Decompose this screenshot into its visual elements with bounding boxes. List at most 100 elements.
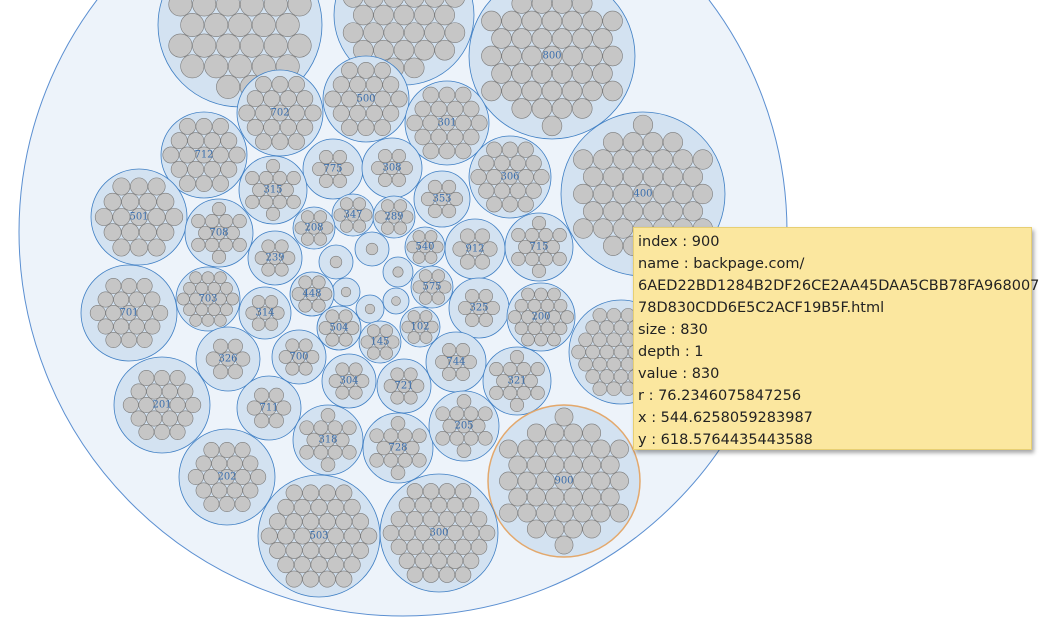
leaf-circle[interactable] — [407, 331, 421, 344]
leaf-circle[interactable] — [393, 4, 415, 26]
group-node-715[interactable]: 715 — [504, 212, 574, 282]
leaf-circle[interactable] — [168, 33, 193, 58]
leaf-circle[interactable] — [494, 182, 511, 199]
leaf-circle[interactable] — [130, 238, 148, 257]
leaf-circle[interactable] — [340, 219, 354, 233]
leaf-circle[interactable] — [390, 440, 406, 456]
leaf-circle[interactable] — [438, 566, 456, 583]
leaf-circle[interactable] — [551, 0, 573, 14]
leaf-circle[interactable] — [260, 527, 278, 545]
leaf-circle[interactable] — [271, 76, 289, 93]
leaf-circle[interactable] — [255, 76, 272, 93]
leaf-circle[interactable] — [393, 221, 407, 235]
leaf-circle[interactable] — [430, 240, 444, 254]
group-node[interactable] — [355, 294, 385, 324]
leaf-circle[interactable] — [205, 351, 221, 367]
leaf-circle[interactable] — [622, 166, 644, 187]
leaf-circle[interactable] — [220, 303, 233, 317]
leaf-circle[interactable] — [325, 332, 340, 347]
leaf-circle[interactable] — [97, 291, 114, 308]
leaf-circle[interactable] — [310, 498, 328, 516]
leaf-circle[interactable] — [517, 471, 537, 491]
leaf-circle[interactable] — [293, 556, 311, 574]
leaf-circle[interactable] — [600, 455, 620, 475]
leaf-circle[interactable] — [226, 482, 243, 499]
group-node-314[interactable]: 314 — [238, 286, 292, 340]
leaf-circle[interactable] — [414, 100, 432, 118]
leaf-circle[interactable] — [538, 228, 553, 243]
leaf-circle[interactable] — [228, 13, 252, 37]
leaf-circle[interactable] — [481, 45, 502, 67]
leaf-circle[interactable] — [327, 527, 345, 545]
leaf-circle[interactable] — [382, 76, 400, 94]
leaf-circle[interactable] — [538, 251, 553, 266]
leaf-circle[interactable] — [246, 118, 264, 136]
leaf-circle[interactable] — [554, 439, 574, 459]
leaf-circle[interactable] — [422, 510, 440, 528]
leaf-circle[interactable] — [277, 527, 295, 545]
leaf-circle[interactable] — [138, 192, 157, 211]
leaf-circle[interactable] — [227, 364, 243, 380]
leaf-circle[interactable] — [541, 80, 563, 102]
leaf-circle[interactable] — [318, 287, 333, 301]
leaf-circle[interactable] — [359, 208, 373, 222]
leaf-circle[interactable] — [632, 183, 654, 205]
leaf-circle[interactable] — [540, 321, 555, 336]
leaf-circle[interactable] — [444, 22, 466, 43]
leaf-circle[interactable] — [320, 221, 334, 235]
leaf-circle[interactable] — [499, 471, 518, 491]
leaf-circle[interactable] — [216, 0, 241, 17]
leaf-circle[interactable] — [246, 400, 262, 416]
leaf-circle[interactable] — [592, 28, 613, 49]
leaf-circle[interactable] — [348, 385, 363, 400]
leaf-circle[interactable] — [462, 128, 480, 146]
leaf-circle[interactable] — [232, 214, 247, 229]
leaf-circle[interactable] — [438, 280, 452, 294]
leaf-circle[interactable] — [318, 484, 336, 502]
leaf-circle[interactable] — [613, 320, 629, 335]
leaf-circle[interactable] — [554, 471, 574, 491]
leaf-circle[interactable] — [591, 503, 611, 523]
leaf-circle[interactable] — [195, 118, 213, 135]
leaf-circle[interactable] — [592, 381, 608, 396]
leaf-circle[interactable] — [562, 80, 583, 102]
leaf-circle[interactable] — [551, 98, 573, 119]
leaf-circle[interactable] — [293, 527, 311, 545]
leaf-circle[interactable] — [572, 28, 593, 49]
leaf-circle[interactable] — [105, 278, 122, 294]
leaf-circle[interactable] — [352, 513, 369, 531]
leaf-circle[interactable] — [393, 39, 415, 61]
leaf-circle[interactable] — [442, 418, 458, 434]
leaf-circle[interactable] — [582, 423, 602, 443]
leaf-circle[interactable] — [212, 118, 229, 135]
leaf-circle[interactable] — [438, 510, 456, 528]
leaf-circle[interactable] — [313, 445, 329, 460]
leaf-circle[interactable] — [397, 453, 413, 468]
leaf-circle[interactable] — [540, 298, 555, 313]
leaf-circle[interactable] — [398, 552, 416, 569]
leaf-circle[interactable] — [291, 287, 306, 301]
leaf-circle[interactable] — [94, 208, 113, 226]
leaf-circle[interactable] — [103, 223, 122, 242]
leaf-circle[interactable] — [319, 173, 334, 188]
leaf-circle[interactable] — [187, 132, 205, 150]
leaf-circle[interactable] — [263, 90, 281, 108]
leaf-circle[interactable] — [406, 538, 424, 556]
leaf-circle[interactable] — [162, 146, 180, 164]
leaf-circle[interactable] — [478, 406, 493, 421]
leaf-circle[interactable] — [462, 100, 480, 118]
leaf-circle[interactable] — [482, 241, 498, 257]
leaf-circle[interactable] — [205, 237, 220, 252]
leaf-circle[interactable] — [430, 128, 448, 146]
leaf-circle[interactable] — [168, 0, 193, 17]
leaf-circle[interactable] — [460, 254, 476, 270]
leaf-circle[interactable] — [180, 54, 205, 79]
leaf-circle[interactable] — [103, 192, 122, 211]
leaf-circle[interactable] — [412, 428, 427, 443]
leaf-circle[interactable] — [403, 57, 425, 79]
leaf-circle[interactable] — [259, 194, 274, 209]
group-node[interactable] — [318, 244, 354, 280]
leaf-circle[interactable] — [517, 439, 537, 459]
leaf-circle[interactable] — [526, 519, 546, 539]
leaf-circle[interactable] — [446, 100, 464, 118]
